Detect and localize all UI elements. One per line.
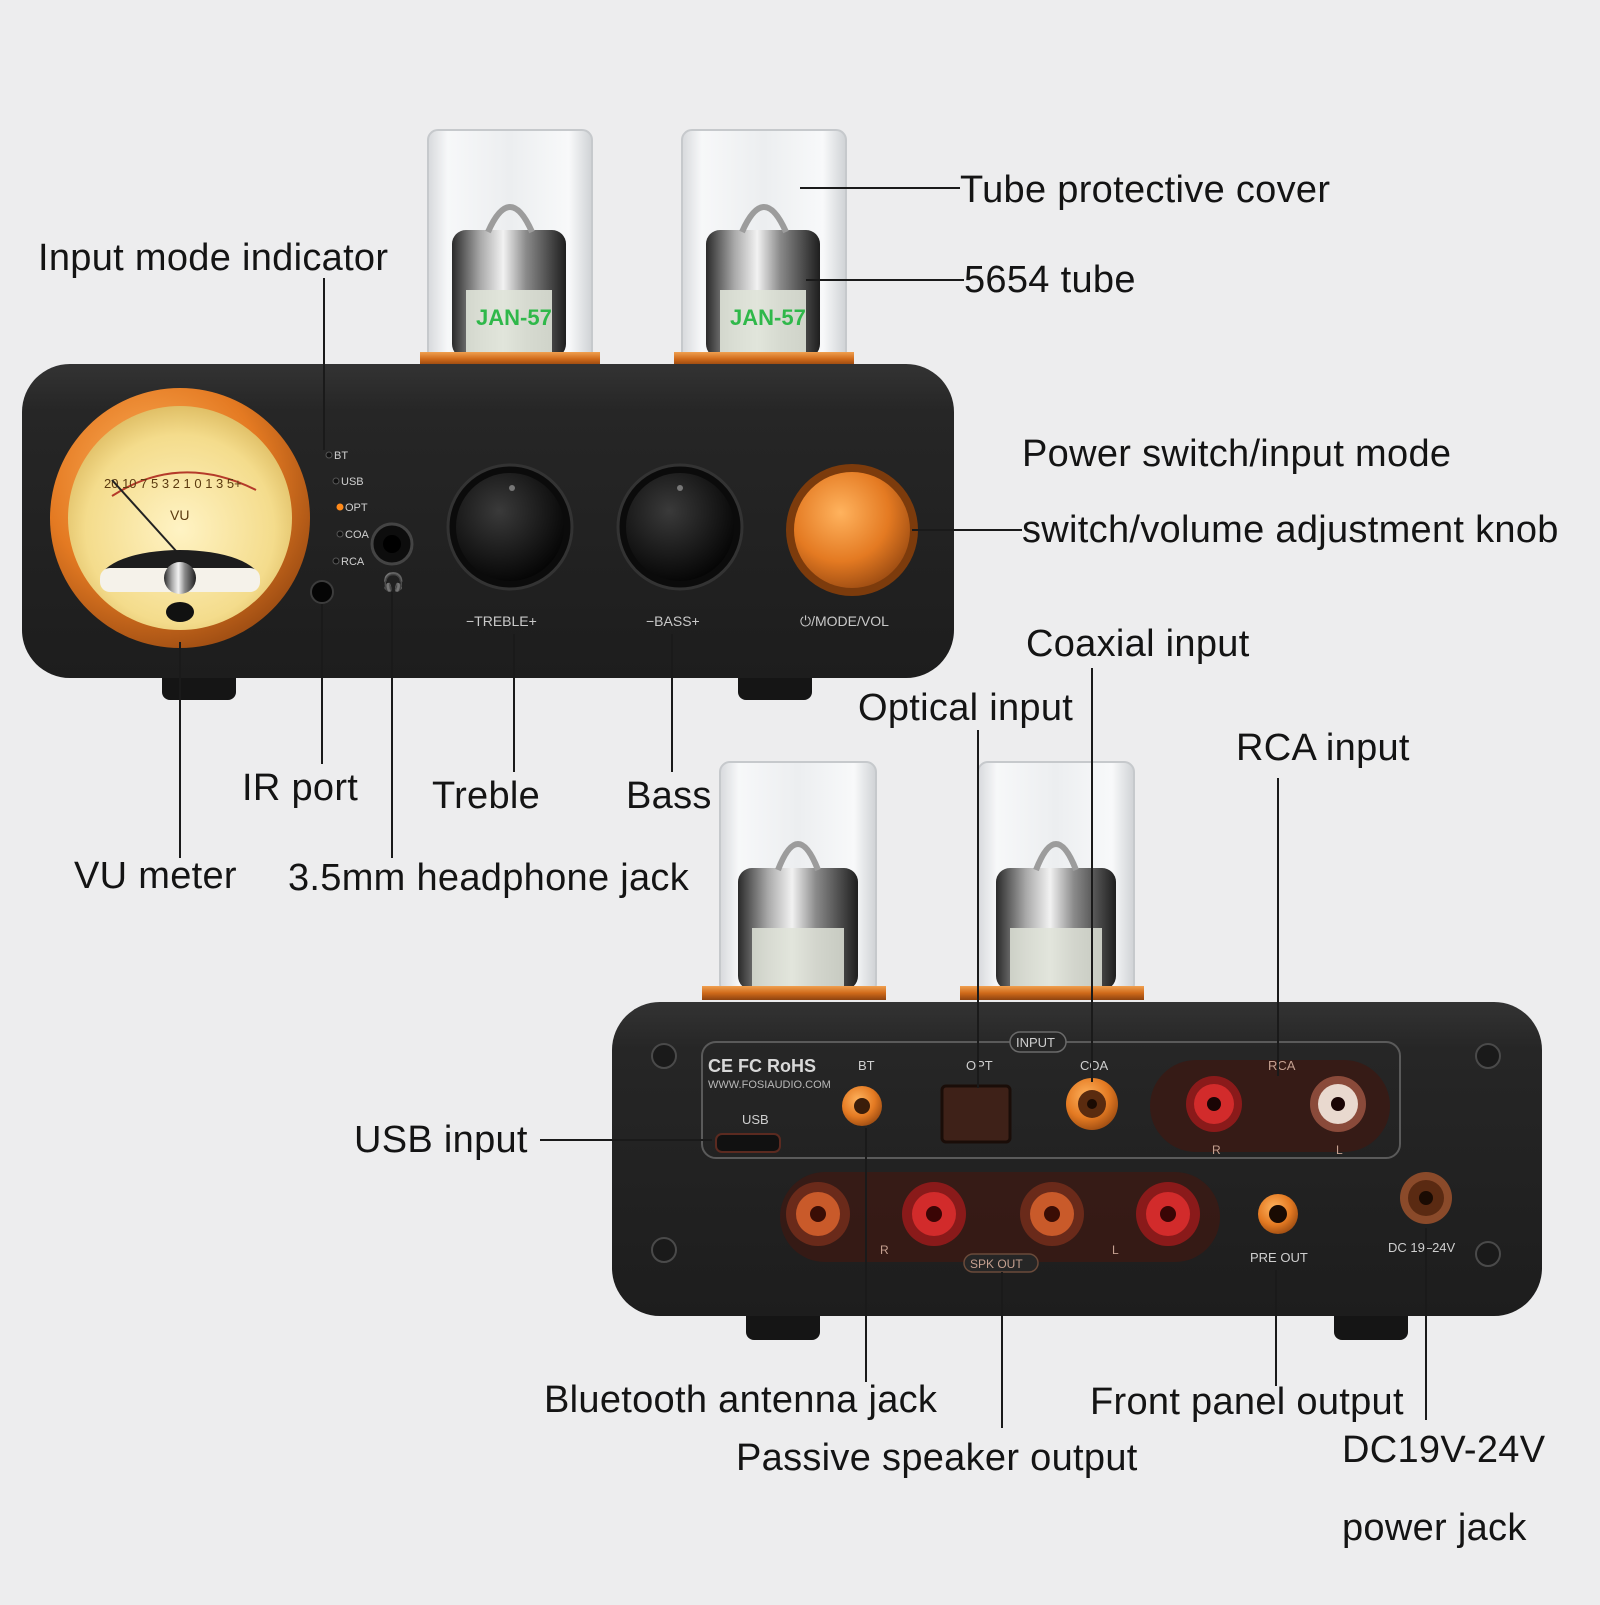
optical-port <box>940 1084 1012 1144</box>
usb-port <box>715 1133 781 1153</box>
ir-port <box>310 580 334 604</box>
front-tube-left: JAN-57 <box>420 129 600 366</box>
label-vu-meter: VU meter <box>74 855 237 897</box>
rear-unit: INPUT CE FC RoHS WWW.FOSIAUDIO.COM USB B… <box>612 761 1542 1340</box>
label-rca-input: RCA input <box>1236 727 1410 769</box>
treble-panel-label: −TREBLE+ <box>466 613 537 629</box>
screw <box>651 1237 677 1263</box>
screw <box>651 1043 677 1069</box>
label-optical-input: Optical input <box>858 687 1074 729</box>
label-dc-power-line2: power jack <box>1342 1507 1527 1549</box>
rca-left-label: L <box>1336 1143 1343 1157</box>
input-mode-indicators: BT USB OPT COA RCA <box>325 450 370 568</box>
dc-panel-label: DC 19–24V <box>1388 1240 1456 1255</box>
rear-tube-right <box>960 761 1144 1000</box>
label-coaxial-input: Coaxial input <box>1026 623 1250 665</box>
label-5654-tube: 5654 tube <box>964 259 1136 301</box>
label-bluetooth-antenna-jack: Bluetooth antenna jack <box>544 1379 938 1421</box>
pre-out-panel-label: PRE OUT <box>1250 1250 1308 1265</box>
bass-panel-label: −BASS+ <box>646 613 700 629</box>
vu-meter: 20 10 7 5 3 2 1 0 1 3 5+ VU <box>50 388 310 648</box>
bt-panel-label: BT <box>858 1058 875 1073</box>
indicator-rca: RCA <box>341 556 365 568</box>
speaker-output-group <box>780 1172 1220 1262</box>
treble-knob[interactable] <box>446 463 574 591</box>
front-tube-left-print: JAN-57 <box>476 305 552 330</box>
label-dc-power-line1: DC19V-24V <box>1342 1429 1546 1471</box>
indicator-opt: OPT <box>345 502 368 514</box>
label-usb-input: USB input <box>354 1119 528 1161</box>
front-unit: JAN-57 JAN-57 20 10 7 5 3 2 1 0 1 3 5+ V… <box>22 129 954 700</box>
indicator-usb: USB <box>341 476 364 488</box>
screw <box>1475 1241 1501 1267</box>
headphone-jack: 🎧 <box>370 522 414 592</box>
usb-panel-label: USB <box>742 1112 769 1127</box>
front-tube-right: JAN-57 <box>674 129 854 366</box>
rca-panel-label: RCA <box>1268 1058 1296 1073</box>
indicator-bt: BT <box>334 450 348 462</box>
label-input-mode-indicator: Input mode indicator <box>38 237 389 279</box>
vu-scale-text: 20 10 7 5 3 2 1 0 1 3 5+ <box>104 476 242 491</box>
indicator-coa: COA <box>345 529 370 541</box>
rca-right-label: R <box>1212 1143 1221 1157</box>
power-panel-label: ⏻/MODE/VOL <box>800 613 889 629</box>
label-power-switch-line2: switch/volume adjustment knob <box>1022 509 1559 551</box>
coa-panel-label: COA <box>1080 1058 1109 1073</box>
power-mode-volume-knob[interactable] <box>786 464 918 596</box>
label-tube-protective-cover: Tube protective cover <box>960 169 1331 211</box>
label-headphone-jack: 3.5mm headphone jack <box>288 857 690 899</box>
spk-out-label: SPK OUT <box>970 1257 1023 1271</box>
vu-needle <box>111 479 187 563</box>
label-front-panel-output: Front panel output <box>1090 1381 1404 1423</box>
label-bass: Bass <box>626 775 712 817</box>
certifications-text: CE FC RoHS <box>708 1056 816 1076</box>
bass-knob[interactable] <box>616 463 744 591</box>
rear-tube-left <box>702 761 886 1000</box>
front-tube-right-print: JAN-57 <box>730 305 806 330</box>
spk-left-label: L <box>1112 1243 1119 1257</box>
label-passive-speaker-output: Passive speaker output <box>736 1437 1138 1479</box>
input-group-label: INPUT <box>1016 1035 1055 1050</box>
label-treble: Treble <box>432 775 541 817</box>
leader-lines <box>179 187 1427 1428</box>
opt-panel-label: OPT <box>966 1058 993 1073</box>
headphone-icon: 🎧 <box>382 571 404 592</box>
spk-right-label: R <box>880 1243 889 1257</box>
label-ir-port: IR port <box>242 767 359 809</box>
vu-label: VU <box>170 507 189 523</box>
label-power-switch-line1: Power switch/input mode <box>1022 433 1452 475</box>
screw <box>1475 1043 1501 1069</box>
website-text: WWW.FOSIAUDIO.COM <box>708 1079 831 1091</box>
